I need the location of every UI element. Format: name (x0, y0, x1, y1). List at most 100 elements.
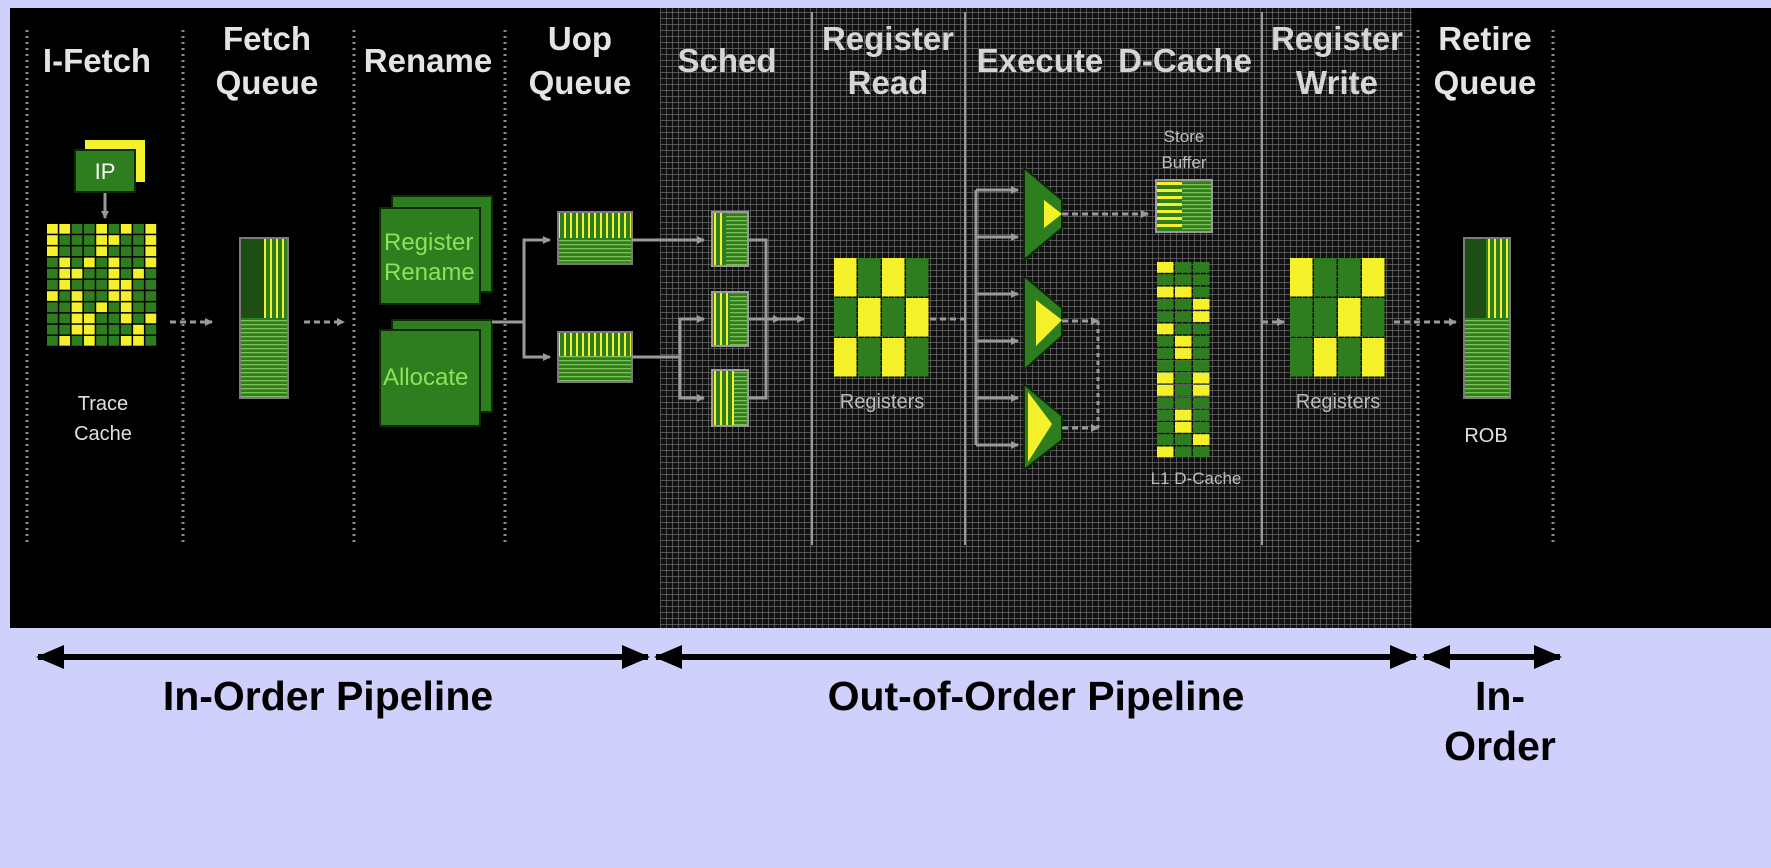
array-cell (47, 224, 58, 234)
array-cell (145, 235, 157, 245)
array-cell (59, 257, 71, 268)
array-cell (71, 224, 83, 234)
array-cell (1175, 348, 1192, 359)
array-cell (1157, 323, 1174, 335)
array-cell (96, 324, 107, 335)
in-order-pipeline-label: In-Order Pipeline (163, 673, 493, 719)
array-cell (47, 313, 58, 324)
register-rename-block (379, 195, 493, 305)
array-cell (906, 258, 929, 297)
array-cell (1290, 258, 1313, 297)
array-cell (120, 268, 132, 279)
array-cell (145, 224, 157, 234)
array-cell (858, 258, 881, 297)
array-cell (96, 336, 107, 346)
stage-fetch-queue-label-1: Fetch (223, 20, 311, 57)
array-cell (1175, 385, 1192, 396)
trace-cache-label-1: Trace (78, 393, 128, 415)
array-cell (1157, 298, 1174, 310)
array-cell (1175, 372, 1192, 384)
array-cell (120, 257, 132, 268)
array-cell (59, 336, 71, 346)
stage-separators (25, 30, 1555, 545)
stage-register-write-label-2: Write (1296, 64, 1378, 101)
store-buffer-label-2: Buffer (1161, 153, 1206, 172)
uop-queue-top (557, 211, 633, 265)
stage-retire-queue-label-1: Retire (1438, 20, 1532, 57)
array-cell (1338, 298, 1361, 337)
array-cell (1157, 348, 1174, 359)
stage-rename-label: Rename (364, 42, 492, 79)
array-cell (834, 338, 857, 377)
array-cell (1193, 434, 1210, 445)
array-cell (120, 246, 132, 257)
register-file-write (1290, 258, 1385, 377)
registers-write-label: Registers (1296, 391, 1380, 413)
scheduler-1 (711, 211, 749, 267)
array-cell (71, 313, 83, 324)
array-cell (108, 246, 120, 257)
array-cell (882, 258, 905, 297)
array-cell (1362, 258, 1385, 297)
array-cell (96, 224, 107, 234)
array-cell (1175, 434, 1192, 445)
array-cell (1175, 286, 1192, 298)
ooo-stage-separators (811, 12, 1263, 545)
registers-read-label: Registers (840, 391, 924, 413)
array-cell (1175, 274, 1192, 286)
array-cell (108, 302, 120, 313)
array-cell (1193, 335, 1210, 347)
array-cell (834, 298, 857, 337)
array-cell (47, 291, 58, 301)
array-cell (1175, 360, 1192, 372)
array-cell (1175, 262, 1192, 273)
register-rename-label-2: Rename (384, 259, 475, 286)
array-cell (133, 268, 144, 279)
array-cell (1362, 298, 1385, 337)
array-cell (83, 268, 95, 279)
array-cell (71, 336, 83, 346)
array-cell (120, 224, 132, 234)
array-cell (120, 291, 132, 301)
array-cell (1157, 397, 1174, 409)
array-cell (120, 313, 132, 324)
reorder-buffer (1463, 237, 1511, 399)
array-cell (108, 224, 120, 234)
array-cell (96, 246, 107, 257)
array-cell (1193, 446, 1210, 458)
array-cell (1314, 258, 1337, 297)
allocate-block (379, 319, 493, 427)
array-cell (133, 291, 144, 301)
array-cell (133, 224, 144, 234)
array-cell (1157, 434, 1174, 445)
array-cell (83, 235, 95, 245)
array-cell (145, 302, 157, 313)
array-cell (120, 336, 132, 346)
array-cell (1175, 311, 1192, 322)
execution-units (1023, 165, 1063, 473)
array-cell (1175, 298, 1192, 310)
array-cell (120, 235, 132, 245)
array-cell (47, 324, 58, 335)
array-cell (83, 257, 95, 268)
array-cell (145, 324, 157, 335)
array-cell (1157, 421, 1174, 433)
stage-sched-label: Sched (677, 42, 776, 79)
allocate-label: Allocate (383, 364, 468, 391)
array-cell (1175, 409, 1192, 421)
array-cell (1193, 348, 1210, 359)
array-cell (1193, 262, 1210, 273)
array-cell (145, 291, 157, 301)
array-cell (133, 257, 144, 268)
trace-cache-label-2: Cache (74, 423, 132, 445)
array-cell (145, 268, 157, 279)
array-cell (83, 302, 95, 313)
array-cell (1157, 385, 1174, 396)
array-cell (71, 257, 83, 268)
array-cell (1175, 446, 1192, 458)
array-cell (1157, 311, 1174, 322)
array-cell (96, 302, 107, 313)
array-cell (1175, 397, 1192, 409)
array-cell (1193, 409, 1210, 421)
array-cell (108, 235, 120, 245)
